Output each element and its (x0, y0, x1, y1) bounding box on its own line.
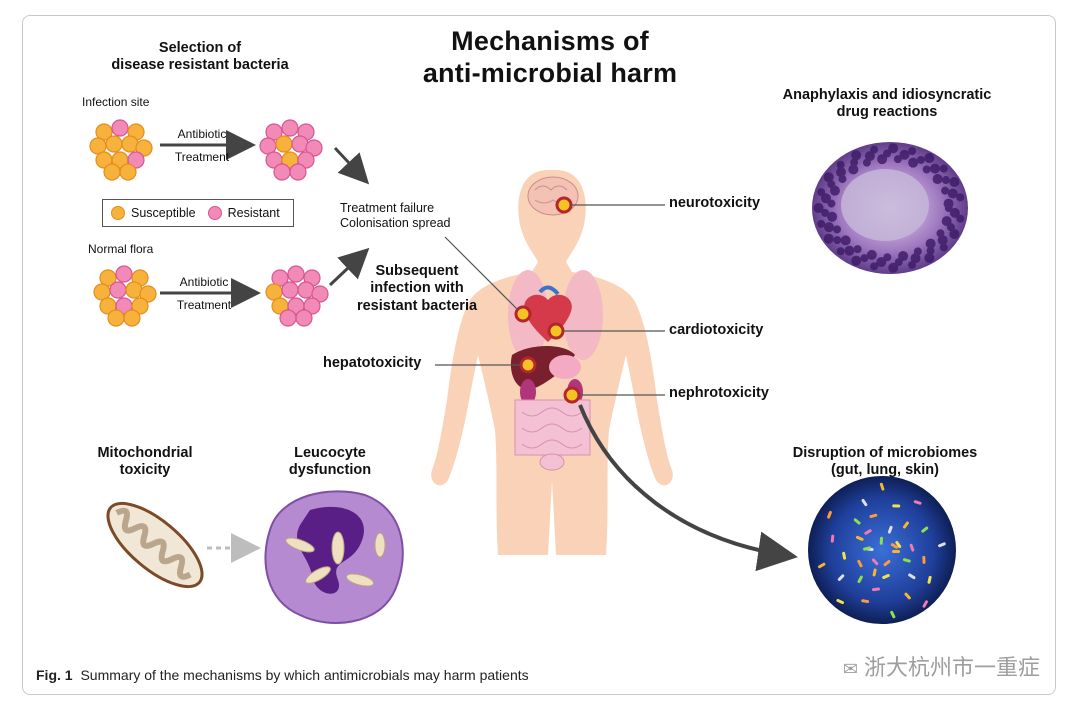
caption-label: Fig. 1 (36, 667, 73, 683)
infection-cluster-before (89, 119, 153, 181)
susceptible-bacterium (131, 297, 149, 315)
resistant-bacterium (287, 265, 305, 283)
cardio-marker (547, 322, 565, 340)
microbiome-arrow (578, 404, 798, 572)
susceptible-bacterium (123, 309, 141, 327)
resistant-bacterium (295, 309, 313, 327)
resistant-bacterium (127, 151, 145, 169)
main-title: Mechanisms of anti-microbial harm (400, 25, 700, 90)
failure-arrow (333, 146, 370, 185)
resistant-bacterium (303, 297, 321, 315)
heart (524, 294, 572, 342)
susceptible-bacterium (105, 135, 123, 153)
bacteria-clusters (89, 119, 329, 327)
resistant-bacterium (305, 139, 323, 157)
treatment-label-2: Treatment (176, 298, 232, 312)
resistant-bacterium (297, 151, 315, 169)
neurotoxicity-label: neurotoxicity (669, 195, 761, 211)
mito-heading: Mitochondrial toxicity (97, 445, 193, 479)
infection-cluster-after (259, 119, 323, 181)
watermark-text: 浙大杭州市一重症 (863, 656, 1040, 681)
subsequent-infection-text: Subsequent infection with resistant bact… (356, 263, 478, 314)
infection-site-label: Infection site (82, 95, 150, 109)
microbiome-heading: Disruption of microbiomes (gut, lung, sk… (792, 445, 978, 479)
microbiome-image (808, 476, 956, 624)
antibiotic-label-1: Antibiotic (177, 127, 227, 141)
mast-cell-image (812, 142, 968, 274)
leader-lines (435, 204, 665, 396)
stomach (549, 355, 581, 379)
susceptible-bacterium (135, 139, 153, 157)
watermark: ✉浙大杭州市一重症 (843, 650, 1040, 682)
resistant-swatch (207, 206, 222, 220)
leucocyte (264, 490, 404, 624)
normal-flora-label: Normal flora (88, 242, 154, 256)
lung-marker (514, 305, 532, 323)
resistant-bacterium (281, 119, 299, 137)
susceptible-bacterium (139, 285, 157, 303)
resistant-bacterium (109, 281, 127, 299)
susceptible-bacterium (275, 135, 293, 153)
organ-markers (514, 196, 581, 404)
resistant-bacterium (279, 309, 297, 327)
treatment-label-1: Treatment (174, 150, 230, 164)
flora-cluster-before (93, 265, 157, 327)
resistant-label: Resistant (227, 206, 280, 220)
intestines (514, 399, 591, 471)
bacteria-legend: Susceptible Resistant (102, 199, 294, 227)
nephrotoxicity-label: nephrotoxicity (669, 385, 769, 401)
neuro-marker (555, 196, 573, 214)
resistant-bacterium (311, 285, 329, 303)
right-lung (563, 270, 603, 360)
spread-arrow (328, 247, 370, 287)
cardiotoxicity-label: cardiotoxicity (669, 322, 764, 338)
mitochondrion (106, 501, 204, 589)
hepatotoxicity-label: hepatotoxicity (323, 355, 422, 371)
resistant-bacterium (111, 119, 129, 137)
susceptible-bacterium (107, 309, 125, 327)
caption-text: Summary of the mechanisms by which antim… (80, 667, 529, 683)
left-kidney (520, 379, 536, 405)
figure-caption: Fig. 1 Summary of the mechanisms by whic… (36, 667, 529, 683)
title-line2: anti-microbial harm (422, 58, 678, 89)
anaphylaxis-heading: Anaphylaxis and idiosyncratic drug react… (782, 87, 992, 121)
hepato-marker (519, 356, 537, 374)
leuco-heading: Leucocyte dysfunction (288, 445, 372, 479)
susceptible-swatch (111, 206, 125, 220)
susceptible-bacterium (119, 163, 137, 181)
antibiotic-label-2: Antibiotic (179, 275, 229, 289)
flora-cluster-after (265, 265, 329, 327)
resistant-bacterium (289, 163, 307, 181)
wechat-icon: ✉ (842, 659, 858, 680)
susceptible-label: Susceptible (131, 206, 196, 220)
resistant-bacterium (115, 265, 133, 283)
title-line1: Mechanisms of (451, 26, 649, 56)
selection-heading: Selection of disease resistant bacteria (111, 40, 289, 74)
resistant-bacterium (273, 163, 291, 181)
resistant-bacterium (281, 281, 299, 299)
nephro-marker (563, 386, 581, 404)
outcome-text: Treatment failure Colonisation spread (340, 201, 451, 230)
susceptible-bacterium (103, 163, 121, 181)
